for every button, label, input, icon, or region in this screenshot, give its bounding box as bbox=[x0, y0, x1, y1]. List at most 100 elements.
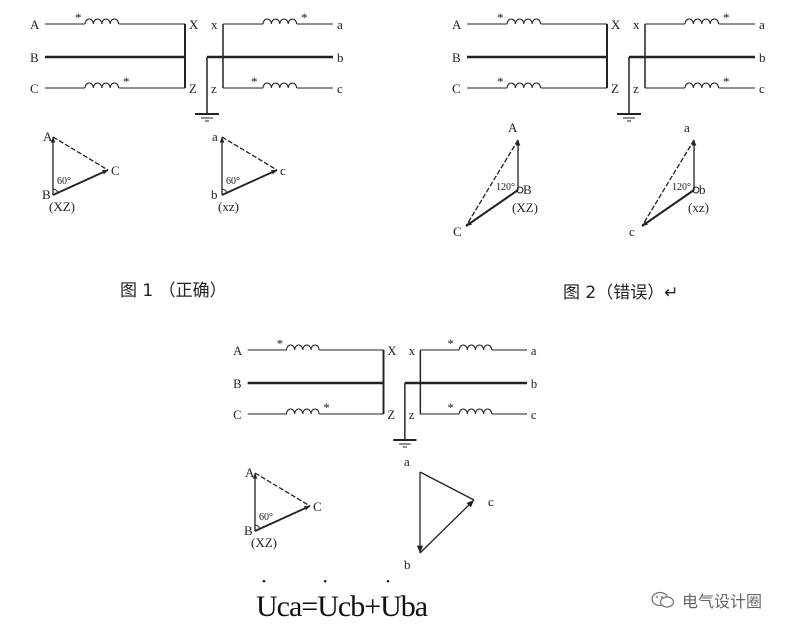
phasor-closing bbox=[52, 136, 109, 171]
polarity-star-c: * bbox=[251, 74, 258, 89]
phasor-label-top: A bbox=[43, 129, 53, 144]
label-c: c bbox=[337, 81, 343, 96]
figure-1-caption: 图 1 （正确） bbox=[120, 281, 227, 301]
label-B: B bbox=[452, 50, 461, 65]
phasor-label-sub: (XZ) bbox=[512, 200, 538, 215]
phasor-label-side: C bbox=[111, 163, 120, 178]
phasor-diagonal bbox=[52, 169, 109, 196]
phasor-closing bbox=[465, 139, 519, 227]
phasor-label-top: A bbox=[245, 465, 255, 480]
figure-1-secondary-phasor: acb(xz)60° bbox=[211, 129, 286, 214]
arrow-head bbox=[466, 500, 474, 508]
phasor-label-side: C bbox=[313, 499, 322, 514]
phasor-label-bottom: b bbox=[699, 182, 706, 197]
label-B: B bbox=[30, 50, 39, 65]
phasor-label-side: c bbox=[629, 224, 635, 239]
label-X: X bbox=[189, 17, 199, 32]
angle-label: 120° bbox=[496, 182, 515, 193]
label-x: x bbox=[211, 17, 218, 32]
label-A: A bbox=[233, 344, 243, 358]
label-a: a bbox=[531, 344, 537, 358]
arrow-head bbox=[515, 140, 521, 146]
phasor-closing bbox=[641, 139, 695, 227]
figure-3-primary-phasor: ACB(XZ)60° bbox=[244, 465, 322, 550]
angle-label: 60° bbox=[57, 176, 71, 187]
phasor-label-sub: (XZ) bbox=[251, 535, 277, 550]
label-x: x bbox=[409, 344, 416, 358]
phasor-label-sub: (XZ) bbox=[49, 199, 75, 214]
coil-C bbox=[506, 82, 542, 89]
angle-arc bbox=[221, 188, 228, 194]
phasor-label-bottom: B bbox=[244, 523, 253, 538]
coil-c bbox=[684, 82, 720, 89]
watermark-text: 电气设计圈 bbox=[682, 592, 763, 611]
angle-marker bbox=[516, 186, 524, 194]
phasor-label-bottom: b bbox=[211, 187, 218, 202]
coil-a bbox=[262, 18, 298, 25]
label-b: b bbox=[337, 50, 344, 65]
phasor-label-top: A bbox=[508, 120, 518, 135]
arrow-head bbox=[219, 137, 225, 143]
phasor-closing bbox=[254, 472, 311, 507]
phasor-ucb: Ucb bbox=[317, 590, 365, 623]
watermark: 电气设计圈 bbox=[650, 588, 762, 612]
phasor-label-bottom: B bbox=[42, 187, 51, 202]
label-Z: Z bbox=[189, 81, 197, 96]
coil-c bbox=[262, 82, 298, 89]
phasor-uba: Uba bbox=[380, 590, 428, 623]
label-C: C bbox=[452, 81, 461, 96]
phasor-closing bbox=[221, 136, 278, 171]
polarity-star-c: * bbox=[448, 401, 454, 415]
label-X: X bbox=[387, 344, 397, 358]
polarity-star-A: * bbox=[497, 10, 504, 25]
coil-a bbox=[684, 18, 720, 25]
arrow-head bbox=[252, 473, 258, 479]
arrow-head bbox=[416, 545, 424, 553]
phasor-bc bbox=[419, 499, 475, 554]
coil-c bbox=[458, 408, 493, 415]
figure-2-caption: 图 2（错误）↵ bbox=[563, 283, 679, 303]
phasor-label-side: c bbox=[280, 163, 286, 178]
coil-a bbox=[458, 344, 493, 351]
angle-label: 60° bbox=[226, 176, 240, 187]
label-c: c bbox=[759, 81, 765, 96]
angle-label: 120° bbox=[672, 182, 691, 193]
equals-sign: = bbox=[301, 590, 318, 623]
polarity-star-a: * bbox=[723, 10, 730, 25]
coil-A bbox=[285, 344, 320, 351]
phasor-label-side: c bbox=[488, 494, 494, 509]
phasor-uca: Uca bbox=[256, 590, 302, 623]
polarity-star-C: * bbox=[497, 74, 504, 89]
phasor-diagonal bbox=[465, 189, 519, 227]
angle-arc bbox=[52, 188, 59, 194]
phasor-ac bbox=[419, 471, 475, 501]
phasor-label-side: C bbox=[453, 224, 462, 239]
label-a: a bbox=[759, 17, 765, 32]
coil-C bbox=[84, 82, 120, 89]
polarity-star-A: * bbox=[75, 10, 82, 25]
label-c: c bbox=[531, 408, 537, 422]
arrow-head bbox=[691, 140, 697, 146]
label-C: C bbox=[30, 81, 39, 96]
polarity-star-C: * bbox=[323, 401, 329, 415]
label-A: A bbox=[30, 17, 40, 32]
phasor-label-sub: (xz) bbox=[688, 200, 709, 215]
polarity-star-C: * bbox=[123, 74, 130, 89]
phasor-diagonal bbox=[254, 505, 311, 532]
label-a: a bbox=[337, 17, 343, 32]
wechat-icon bbox=[651, 591, 675, 608]
figure-3-secondary-phasor: acb bbox=[404, 454, 494, 572]
label-z: z bbox=[211, 81, 217, 96]
phasor-label-top: a bbox=[404, 454, 410, 469]
coil-A bbox=[506, 18, 542, 25]
label-z: z bbox=[409, 408, 415, 422]
polarity-star-c: * bbox=[723, 74, 730, 89]
polarity-star-A: * bbox=[277, 337, 283, 351]
angle-marker bbox=[692, 186, 700, 194]
label-Z: Z bbox=[611, 81, 619, 96]
figure-1-primary-phasor: A C B(XZ) 60° bbox=[42, 129, 120, 214]
